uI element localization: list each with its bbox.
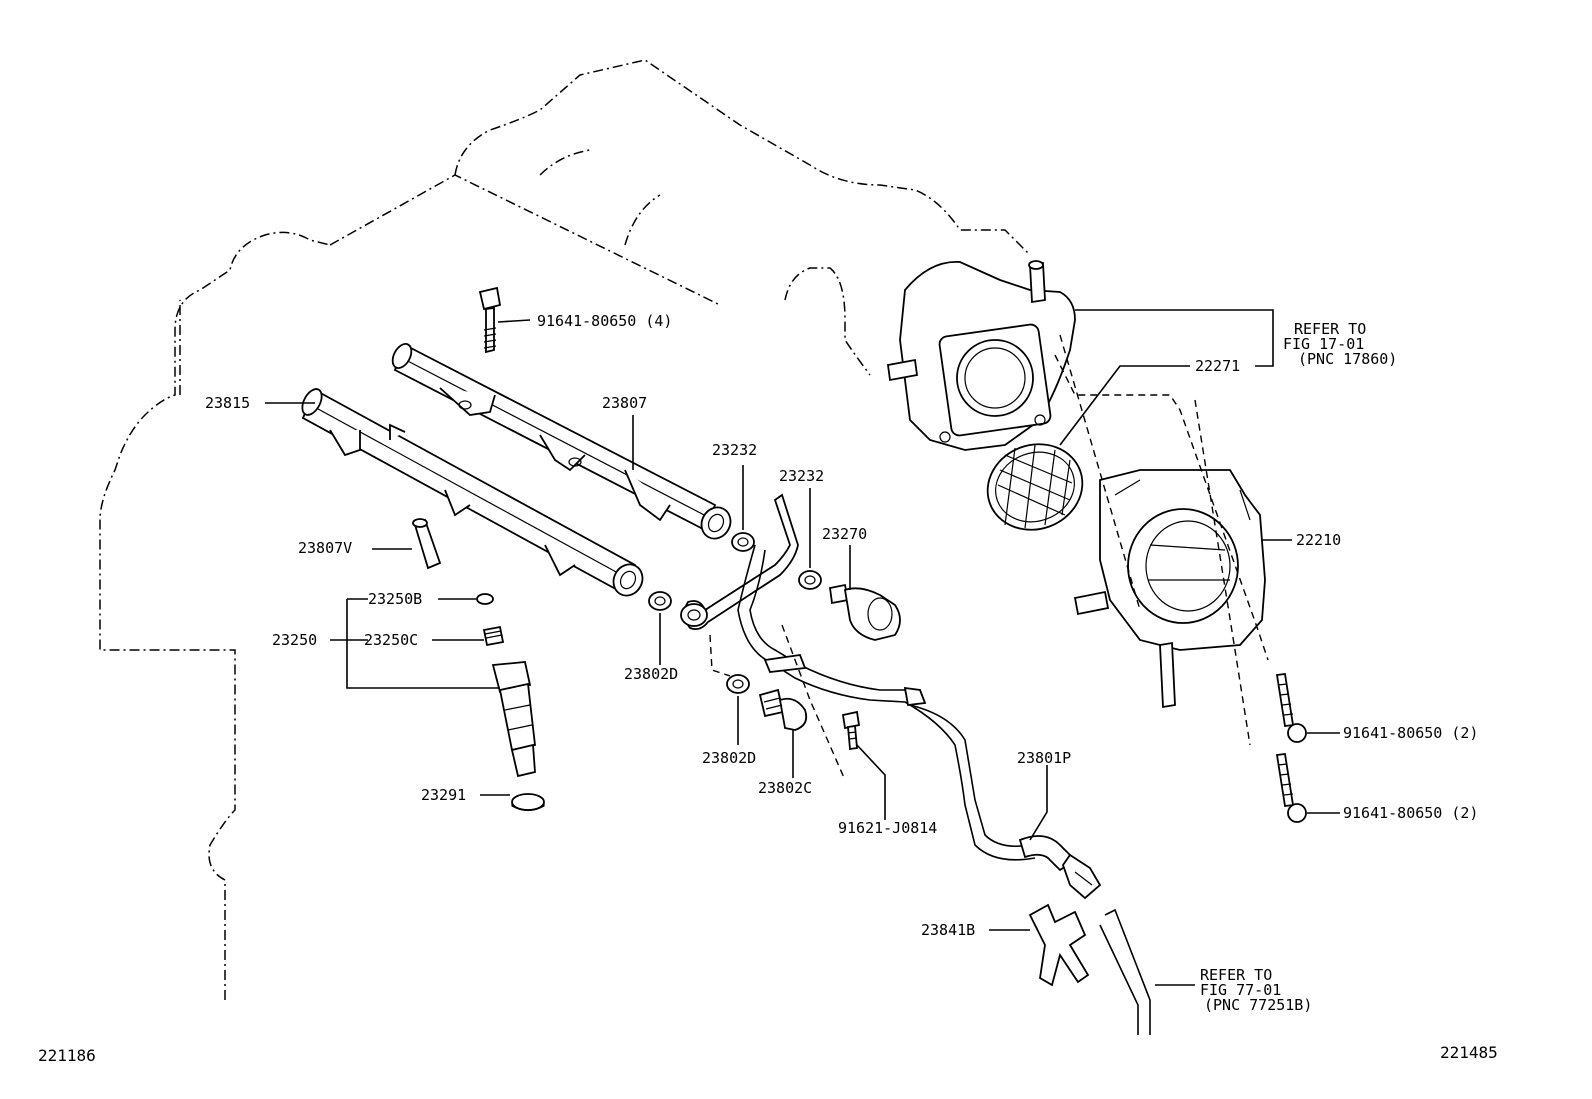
svg-text:REFER TO: REFER TO [1200, 966, 1272, 984]
insulator-23291 [511, 793, 545, 812]
label-23291: 23291 [421, 786, 466, 804]
label-91621-j0814: 91621-J0814 [838, 819, 937, 837]
svg-text:FIG 77-01: FIG 77-01 [1200, 981, 1281, 999]
label-23802d-b: 23802D [702, 749, 756, 767]
label-91641-80650-2a: 91641-80650 (2) [1343, 724, 1478, 742]
pipe-clamp [763, 654, 807, 673]
fuel-rail-upper [391, 343, 732, 540]
throttle-body-upper [886, 260, 1076, 451]
label-23807v: 23807V [298, 539, 352, 557]
engine-outline [99, 59, 1031, 1000]
label-91641-80650-2b: 91641-80650 (2) [1343, 804, 1478, 822]
label-23250c: 23250C [364, 631, 418, 649]
pressure-regulator [828, 583, 901, 641]
label-23802d-a: 23802D [624, 665, 678, 683]
footer-code-right: 221485 [1440, 1043, 1498, 1062]
leader-lines [265, 309, 1340, 986]
label-23270: 23270 [822, 525, 867, 543]
pulsation-damper [412, 518, 442, 570]
label-23801p: 23801P [1017, 749, 1071, 767]
fuel-pipe [680, 493, 1036, 861]
gasket-23802d-a [648, 591, 672, 611]
label-23232-b: 23232 [779, 467, 824, 485]
reference-note-fig-17-01: REFER TO FIG 17-01 (PNC 17860) [1283, 320, 1397, 368]
label-23250: 23250 [272, 631, 317, 649]
label-23250b: 23250B [368, 590, 422, 608]
gasket-23232-b [798, 570, 822, 590]
bolt-right-b [1275, 752, 1307, 823]
bolt-top [478, 286, 502, 354]
label-22210: 22210 [1296, 531, 1341, 549]
gasket-23802d-b [726, 674, 750, 694]
union-bolt-23802c [758, 688, 808, 731]
hose-end [1099, 908, 1151, 1035]
label-23807: 23807 [602, 394, 647, 412]
reference-note-fig-77-01: REFER TO FIG 77-01 (PNC 77251B) [1200, 966, 1312, 1014]
grommet-23250c [482, 625, 505, 647]
clip-23841b [1028, 903, 1090, 987]
o-ring-23250b [476, 593, 494, 605]
svg-text:FIG 17-01: FIG 17-01 [1283, 335, 1364, 353]
label-23232-a: 23232 [712, 441, 757, 459]
label-22271: 22271 [1195, 357, 1240, 375]
fuel-rail-lower [301, 388, 644, 597]
label-23815: 23815 [205, 394, 250, 412]
gasket-23232-a [731, 532, 755, 552]
footer-code-left: 221186 [38, 1046, 96, 1065]
svg-text:REFER TO: REFER TO [1294, 320, 1366, 338]
fuel-hose-23801p [1018, 835, 1102, 900]
svg-text:(PNC 17860): (PNC 17860) [1298, 350, 1397, 368]
mesh-screen [986, 443, 1084, 531]
label-91641-80650-4: 91641-80650 (4) [537, 312, 672, 330]
label-23802c: 23802C [758, 779, 812, 797]
bolt-right-a [1275, 672, 1307, 743]
svg-text:(PNC 77251B): (PNC 77251B) [1204, 996, 1312, 1014]
label-23841b: 23841B [921, 921, 975, 939]
fuel-injector [491, 661, 536, 778]
throttle-body-lower [1073, 469, 1266, 709]
bolt-91621-j0814 [841, 710, 861, 751]
